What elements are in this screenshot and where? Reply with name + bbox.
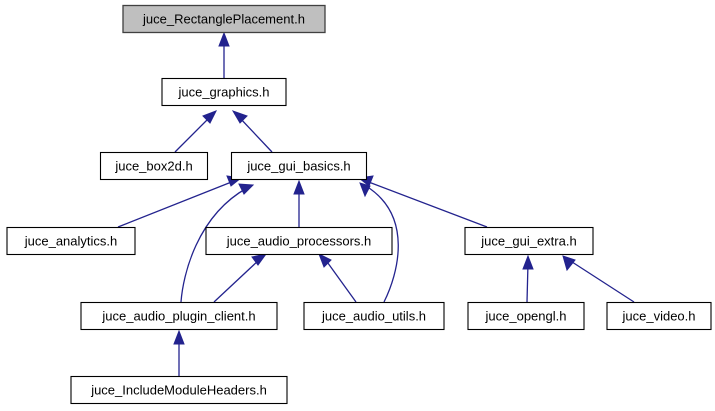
- node-box[interactable]: [99, 151, 209, 181]
- edge-gui_basics-to-graphics: [231, 110, 273, 153]
- arrowhead-icon: [318, 252, 332, 268]
- node-box2d[interactable]: juce_box2d.h: [99, 151, 209, 181]
- node-analytics[interactable]: juce_analytics.h: [6, 226, 136, 256]
- edge-line: [324, 258, 357, 303]
- arrowhead-icon: [238, 183, 255, 195]
- node-label: juce_opengl.h: [485, 308, 567, 323]
- node-box[interactable]: [303, 301, 445, 331]
- arrowhead-icon: [522, 254, 534, 270]
- edge-opengl-to-gui_extra: [522, 254, 534, 303]
- node-label: juce_video.h: [622, 308, 696, 323]
- edge-video-to-gui_extra: [562, 255, 635, 303]
- edge-line: [568, 259, 635, 303]
- arrowhead-icon: [173, 329, 185, 345]
- edge-analytics-to-gui_basics: [117, 175, 243, 228]
- node-opengl[interactable]: juce_opengl.h: [467, 301, 585, 331]
- edge-audio_processors-to-gui_basics: [293, 179, 305, 227]
- node-label: juce_graphics.h: [177, 84, 269, 99]
- node-box[interactable]: [205, 226, 393, 256]
- node-label: juce_IncludeModuleHeaders.h: [90, 382, 267, 397]
- edge-line: [117, 180, 235, 228]
- node-box[interactable]: [230, 151, 368, 181]
- edge-line: [213, 258, 261, 303]
- node-audio_utils[interactable]: juce_audio_utils.h: [303, 301, 445, 331]
- node-label: juce_analytics.h: [24, 233, 118, 248]
- node-label: juce_RectanglePlacement.h: [142, 11, 305, 26]
- node-gui_extra[interactable]: juce_gui_extra.h: [464, 226, 594, 256]
- node-label: juce_gui_extra.h: [480, 233, 576, 248]
- node-rectangle_placement[interactable]: juce_RectanglePlacement.h: [122, 4, 326, 34]
- node-gui_basics[interactable]: juce_gui_basics.h: [230, 151, 368, 181]
- edge-line: [180, 187, 248, 303]
- node-audio_processors[interactable]: juce_audio_processors.h: [205, 226, 393, 256]
- arrowhead-icon: [202, 110, 218, 124]
- arrowhead-icon: [218, 31, 230, 47]
- node-include_module_headers[interactable]: juce_IncludeModuleHeaders.h: [70, 375, 288, 405]
- node-label: juce_audio_plugin_client.h: [101, 308, 255, 323]
- node-audio_plugin_client[interactable]: juce_audio_plugin_client.h: [80, 301, 278, 331]
- node-graphics[interactable]: juce_graphics.h: [161, 77, 287, 107]
- arrowhead-icon: [251, 253, 268, 266]
- node-box[interactable]: [606, 301, 712, 331]
- node-box[interactable]: [6, 226, 136, 256]
- node-label: juce_audio_processors.h: [226, 233, 372, 248]
- edges-layer: [117, 31, 635, 376]
- edge-audio_plugin_client-to-audio_processors: [213, 253, 268, 303]
- edge-line: [174, 116, 211, 153]
- node-label: juce_box2d.h: [114, 158, 192, 173]
- node-box[interactable]: [464, 226, 594, 256]
- edge-line: [238, 116, 273, 153]
- edge-audio_utils-to-gui_basics: [359, 182, 399, 303]
- arrowhead-icon: [562, 255, 576, 272]
- node-box[interactable]: [161, 77, 287, 107]
- edge-audio_utils-to-audio_processors: [318, 252, 357, 303]
- edge-include_module_headers-to-audio_plugin_client: [173, 329, 185, 376]
- edge-line: [365, 180, 488, 228]
- edge-graphics-to-rectangle_placement: [218, 31, 230, 78]
- node-box[interactable]: [70, 375, 288, 405]
- edge-gui_extra-to-gui_basics: [357, 175, 488, 228]
- node-box[interactable]: [467, 301, 585, 331]
- node-box[interactable]: [122, 4, 326, 34]
- edge-audio_plugin_client-to-gui_basics: [180, 183, 255, 303]
- nodes-layer: juce_RectanglePlacement.h juce_graphics.h…: [6, 4, 712, 405]
- node-video[interactable]: juce_video.h: [606, 301, 712, 331]
- node-label: juce_gui_basics.h: [246, 158, 350, 173]
- edge-line: [365, 185, 399, 303]
- node-box[interactable]: [80, 301, 278, 331]
- node-label: juce_audio_utils.h: [321, 308, 426, 323]
- arrowhead-icon: [359, 182, 371, 198]
- arrowhead-icon: [231, 110, 248, 124]
- arrowhead-icon: [293, 179, 305, 195]
- edge-box2d-to-graphics: [174, 110, 218, 153]
